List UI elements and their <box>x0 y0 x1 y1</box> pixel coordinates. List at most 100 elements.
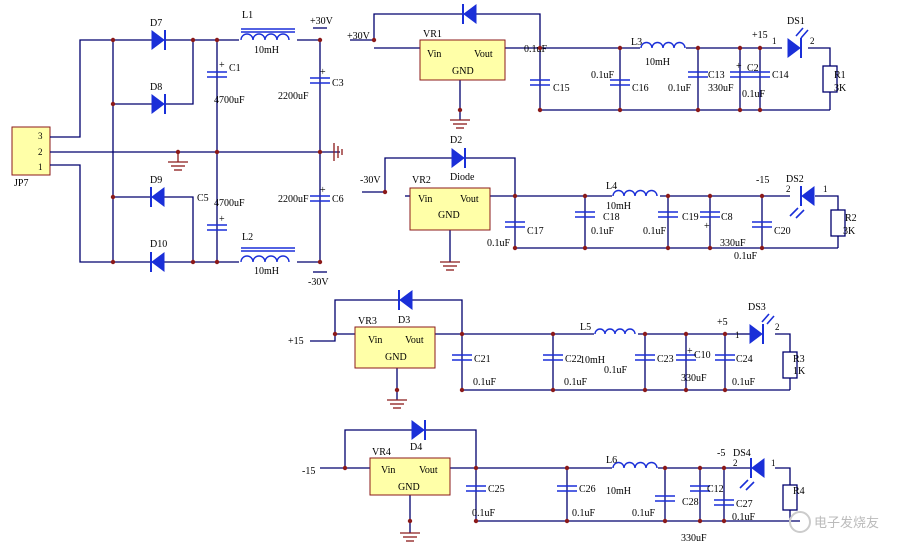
capacitor-c8 <box>700 211 720 218</box>
c17-value: 0.1uF <box>487 238 511 249</box>
ground-vr4 <box>400 532 420 542</box>
c24-label: C24 <box>736 354 753 365</box>
c17-label: C17 <box>527 226 544 237</box>
vr3-vout: Vout <box>405 335 424 346</box>
diode-d7 <box>151 30 166 50</box>
jp7-pin3: 3 <box>38 131 43 141</box>
l1-value: 10mH <box>254 45 279 56</box>
vr3-label: VR3 <box>358 316 377 327</box>
diode-d2 <box>451 148 466 168</box>
capacitor-c10 <box>676 354 696 361</box>
vr4-vout: Vout <box>419 465 438 476</box>
c26-label: C26 <box>579 484 596 495</box>
ground-vr3 <box>387 399 407 409</box>
capacitor-c1 <box>207 71 227 78</box>
c6-label: C6 <box>332 194 344 205</box>
c24-value: 0.1uF <box>732 377 756 388</box>
led-ds3 <box>749 313 775 344</box>
r2-label: R2 <box>845 213 857 224</box>
s1-output-rail: +15 <box>752 30 768 41</box>
capacitor-c24 <box>715 354 735 361</box>
capacitor-c21 <box>452 354 472 361</box>
vr1-gnd: GND <box>452 66 474 77</box>
c21-label: C21 <box>474 354 491 365</box>
capacitor-c26 <box>557 485 577 492</box>
resistor-r1 <box>822 65 838 93</box>
c20-label: C20 <box>774 226 791 237</box>
led-ds2 <box>789 186 815 219</box>
vr2-gnd: GND <box>438 210 460 221</box>
vr1-vout: Vout <box>474 49 493 60</box>
c10-value: 330uF <box>681 373 707 384</box>
d2-label: D2 <box>450 135 462 146</box>
rail-p30-label: +30V <box>310 16 334 27</box>
inductor-l4 <box>612 189 660 202</box>
junction-dots-s3 <box>332 331 728 393</box>
vr1-vin: Vin <box>427 49 441 60</box>
l5-label: L5 <box>580 322 591 333</box>
vr2-vin: Vin <box>418 194 432 205</box>
ds2-label: DS2 <box>786 174 804 185</box>
ground-vr2 <box>440 261 460 271</box>
c13-label: C13 <box>708 70 725 81</box>
capacitor-c16 <box>610 79 630 86</box>
ground-symbol-center <box>333 143 343 161</box>
ds1-pin2: 2 <box>810 36 815 46</box>
c21-value: 0.1uF <box>473 377 497 388</box>
capacitor-c18 <box>575 211 595 218</box>
capacitor-c23 <box>635 354 655 361</box>
c26-value: 0.1uF <box>572 508 596 519</box>
s4-output-rail: -5 <box>717 448 725 459</box>
section1-wires <box>350 13 831 120</box>
inductor-l6 <box>612 461 658 474</box>
ds3-pin2: 2 <box>775 322 780 332</box>
c19-value: 0.1uF <box>643 226 667 237</box>
c16-value: 0.1uF <box>591 70 615 81</box>
junction-dots-s1 <box>371 37 763 113</box>
c5-label: C5 <box>197 193 209 204</box>
r4-label: R4 <box>793 486 805 497</box>
l4-value: 10mH <box>606 201 631 212</box>
capacitor-c13 <box>688 71 708 78</box>
inductor-l1 <box>239 28 297 44</box>
c25-label: C25 <box>488 484 505 495</box>
c15-label: C15 <box>553 83 570 94</box>
c18-label: C18 <box>603 212 620 223</box>
diode-d3 <box>398 290 413 310</box>
inductor-l3 <box>640 41 686 54</box>
regulator-vr2 <box>409 187 491 231</box>
c23-label: C23 <box>657 354 674 365</box>
junction-dots-s4 <box>342 465 727 524</box>
r1-label: R1 <box>834 70 846 81</box>
c2-value: 330uF <box>708 83 734 94</box>
capacitor-c5 <box>207 224 227 231</box>
c14-value: 0.1uF <box>742 89 766 100</box>
led-ds4 <box>739 458 765 491</box>
diode-d8 <box>151 94 166 114</box>
capacitor-c15 <box>530 79 550 86</box>
vr3-vin: Vin <box>368 335 382 346</box>
ds2-pin2: 2 <box>786 184 791 194</box>
l2-value: 10mH <box>254 266 279 277</box>
watermark-text: 电子发烧友 <box>814 515 879 531</box>
section3-wires <box>310 299 791 400</box>
diode-d10 <box>150 252 165 272</box>
diode-d9 <box>150 187 165 207</box>
c6-plus: + <box>320 185 326 196</box>
regulator-vr1 <box>419 39 506 81</box>
capacitor-c2 <box>730 71 750 78</box>
c15-value: 0.1uF <box>524 44 548 55</box>
c2-plus: + <box>736 61 742 72</box>
r3-value: 1K <box>793 366 806 377</box>
c27-value: 0.1uF <box>732 512 756 523</box>
c8-label: C8 <box>721 212 733 223</box>
c27-label: C27 <box>736 499 753 510</box>
d10-label: D10 <box>150 239 167 250</box>
jp7-pin1: 1 <box>38 162 43 172</box>
jp7-connector <box>11 126 51 176</box>
c18-value: 0.1uF <box>591 226 615 237</box>
watermark-logo: 电子发烧友 <box>789 511 879 533</box>
ds4-pin1: 1 <box>771 458 776 468</box>
c8-value: 330uF <box>720 238 746 249</box>
